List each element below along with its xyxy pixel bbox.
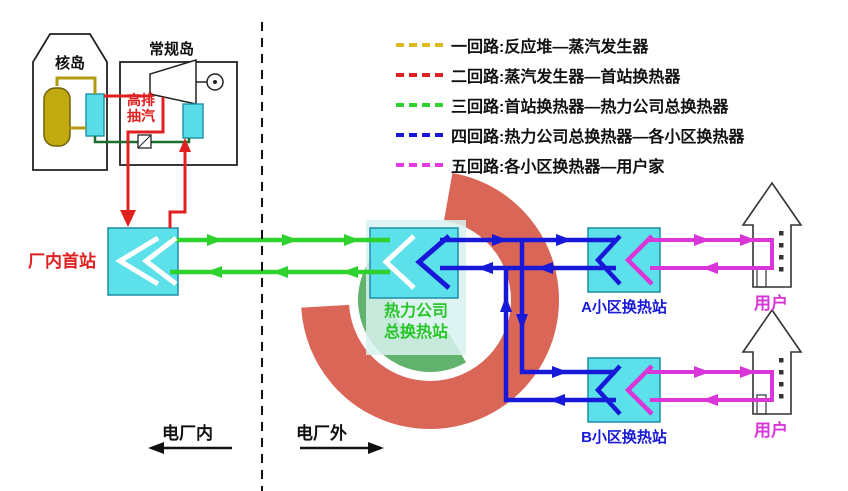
turbine-icon	[149, 58, 197, 105]
condenser-icon	[182, 103, 204, 139]
pump-icon	[137, 134, 152, 149]
conventional-island-label: 常规岛	[149, 41, 195, 58]
circuit5-pipes	[648, 234, 774, 406]
user-b-label: 用户	[754, 421, 788, 440]
circuit-2-line-swatch	[396, 73, 443, 77]
legend-item-circuit-4: 四回路:热力公司总换热器—各小区换热器	[396, 122, 744, 148]
legend-label-circuit-2: 二回路:蒸汽发生器—首站换热器	[451, 69, 681, 86]
legend-label-circuit-5: 五回路:各小区换热器—用户家	[451, 159, 665, 176]
legend-item-circuit-5: 五回路:各小区换热器—用户家	[396, 152, 664, 178]
steam-generator-icon	[85, 93, 105, 137]
circuit-1-line-swatch	[396, 43, 443, 47]
circuit-4-line-swatch	[396, 133, 443, 137]
nuclear-island-label: 核岛	[55, 55, 86, 72]
circuit-5-line-swatch	[396, 163, 443, 167]
exchanger-chevrons	[115, 234, 654, 416]
plant-first-station-label: 厂内首站	[28, 252, 96, 271]
circuit1-pipes	[55, 76, 97, 130]
thermal-company-station-label: 热力公司 总换热站	[383, 303, 448, 341]
reactor-vessel-icon	[43, 87, 71, 147]
legend-label-circuit-4: 四回路:热力公司总换热器—各小区换热器	[451, 129, 745, 146]
legend-item-circuit-2: 二回路:蒸汽发生器—首站换热器	[396, 62, 680, 88]
legend-label-circuit-1: 一回路:反应堆—蒸汽发生器	[451, 39, 649, 56]
high-exhaust-steam-label: 高排 抽汽	[127, 92, 155, 124]
circuit-3-line-swatch	[396, 103, 443, 107]
district-b-station-label: B小区换热站	[581, 429, 667, 446]
generator-icon	[196, 73, 224, 91]
legend-item-circuit-3: 三回路:首站换热器—热力公司总换热器	[396, 92, 728, 118]
circuit4-pipes	[440, 234, 616, 406]
house-a-icon	[742, 182, 802, 288]
circuit2-pipes	[104, 94, 191, 228]
inside-plant-arrow	[148, 442, 232, 454]
outside-plant-label: 电厂外	[296, 424, 347, 443]
circuit3-pipes	[170, 234, 390, 278]
legend-label-circuit-3: 三回路:首站换热器—热力公司总换热器	[451, 99, 729, 116]
district-a-station-label: A小区换热站	[581, 299, 667, 316]
inside-plant-label: 电厂内	[162, 424, 213, 443]
legend-item-circuit-1: 一回路:反应堆—蒸汽发生器	[396, 32, 648, 58]
outside-plant-arrow	[300, 442, 384, 454]
user-a-label: 用户	[754, 294, 788, 313]
